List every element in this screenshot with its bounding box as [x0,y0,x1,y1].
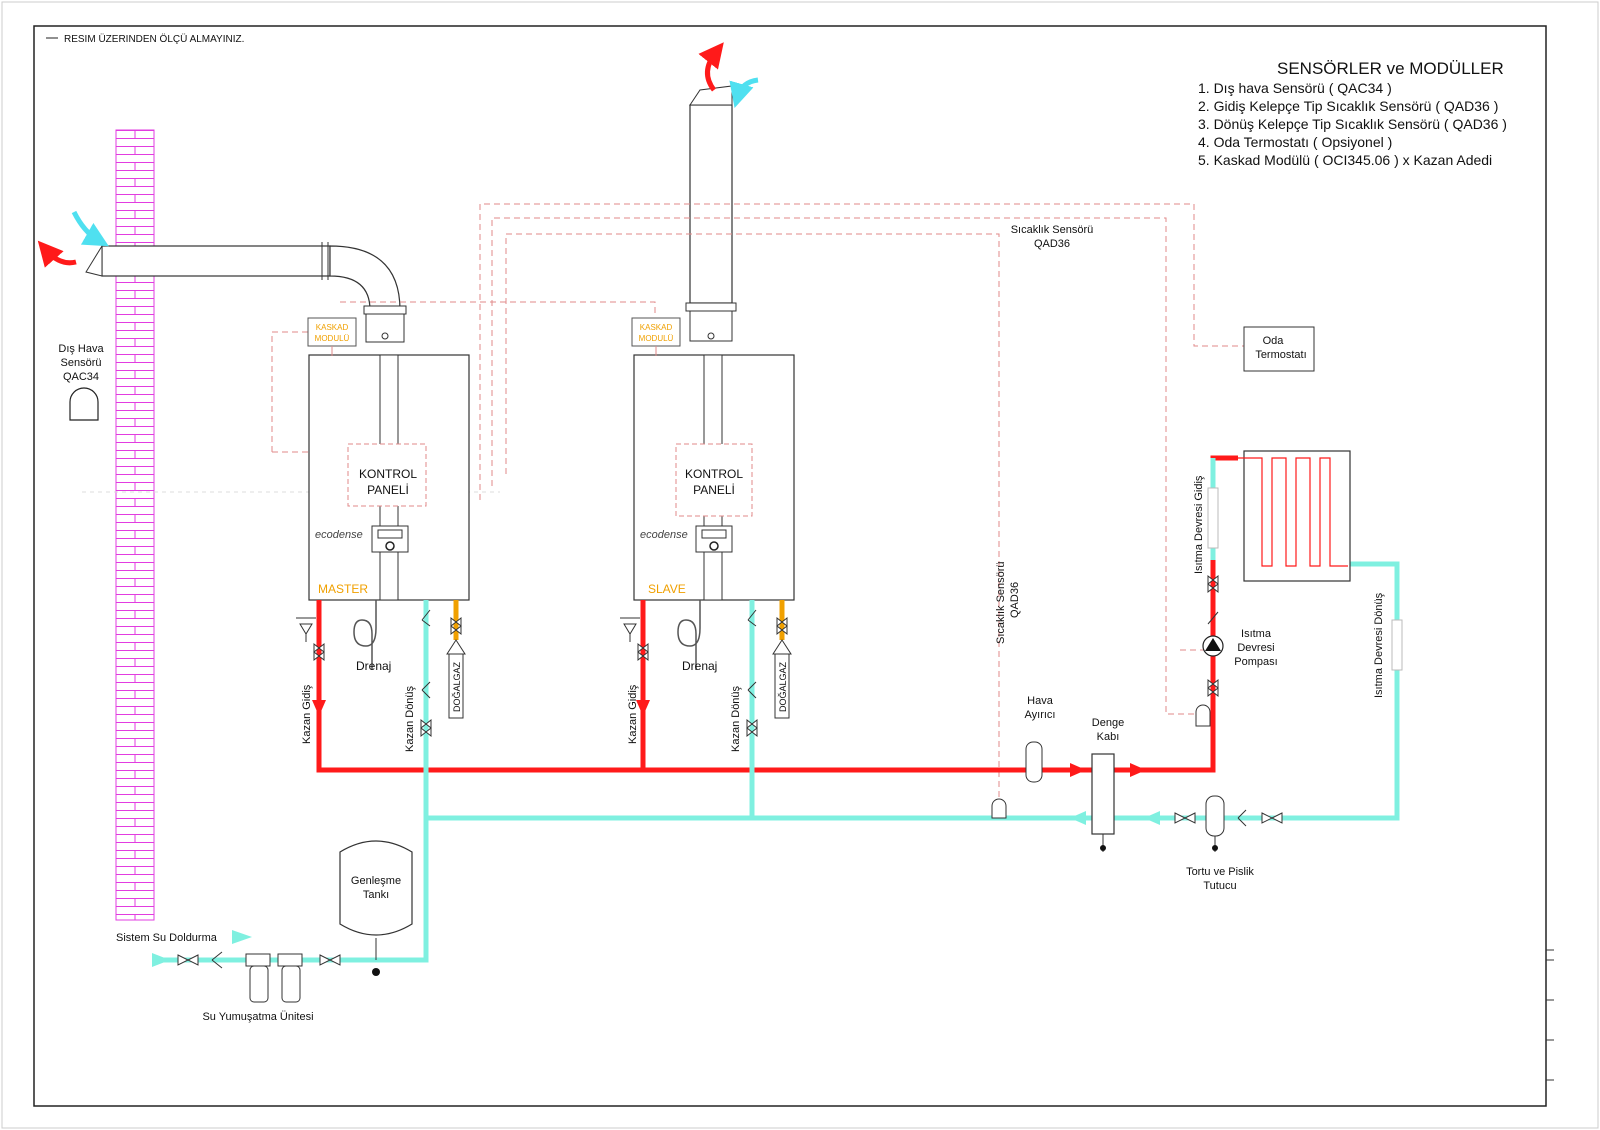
svg-text:KASKAD: KASKAD [640,323,673,332]
temp-sensor-vertical-label: QAD36 [1009,582,1021,618]
fresh-air-arrow [729,77,759,109]
underfloor-heating [1238,450,1351,582]
safety-valve [296,617,640,642]
boiler-role: MASTER [318,582,368,596]
drain-label: Drenaj [682,659,717,673]
svg-text:Tortu ve Pislik: Tortu ve Pislik [1186,866,1254,878]
legend-item: 3. Dönüş Kelepçe Tip Sıcaklık Sensörü ( … [1198,116,1507,132]
control-panel [347,443,427,507]
svg-text:QAC34: QAC34 [63,371,99,383]
kazan-donus-label: Kazan Dönüş [404,685,416,752]
svg-text:PANELİ: PANELİ [693,483,735,497]
svg-text:KONTROL: KONTROL [685,467,743,481]
svg-text:Pompası: Pompası [1234,656,1277,668]
drawing-border [33,25,1547,1107]
svg-text:KONTROL: KONTROL [359,467,417,481]
boiler-master: KASKAD MODULÜ KONTROL PANELİ ecodense MA… [307,317,470,601]
svg-text:PANELİ: PANELİ [367,483,409,497]
expansion-tank [339,840,413,936]
svg-text:MODULÜ: MODULÜ [315,334,350,343]
gas-label: DOĞALGAZ [452,661,462,712]
svg-text:Devresi: Devresi [1237,642,1274,654]
control-panel [675,443,753,517]
temp-sensor-icon [1195,704,1211,727]
svg-text:Tutucu: Tutucu [1203,880,1236,892]
heating-return-label: Isıtma Devresi Dönüş [1373,592,1385,698]
note-text: RESIM ÜZERINDEN ÖLÇÜ ALMAYINIZ. [64,33,244,45]
kaskad-module [307,317,357,347]
border-ticks [1546,949,1554,1081]
water-fill-label: Sistem Su Doldurma [116,932,218,944]
legend-item: 4. Oda Termostatı ( Opsiyonel ) [1198,134,1392,150]
horizontal-flue [85,242,407,343]
legend-item: 1. Dış hava Sensörü ( QAC34 ) [1198,80,1392,96]
svg-text:Isıtma: Isıtma [1241,628,1272,640]
gas-label: DOĞALGAZ [778,661,788,712]
svg-text:Dış Hava: Dış Hava [58,343,104,355]
balance-tank [1091,753,1115,835]
svg-text:KASKAD: KASKAD [316,323,349,332]
outdoor-sensor-icon [69,387,99,421]
kaskad-module [631,317,681,347]
svg-text:Kabı: Kabı [1097,731,1120,743]
boiler-slave: KASKAD MODULÜ KONTROL PANELİ ecodense SL… [631,317,795,601]
softener-label: Su Yumuşatma Ünitesi [202,1011,313,1023]
room-thermostat [1243,326,1315,372]
legend-item: 2. Gidiş Kelepçe Tip Sıcaklık Sensörü ( … [1198,98,1498,114]
gas-line [446,600,792,719]
drain-trap [353,600,701,670]
svg-text:Ayırıcı: Ayırıcı [1025,709,1056,721]
svg-text:Sensörü: Sensörü [61,357,102,369]
svg-text:Termostatı: Termostatı [1255,349,1306,361]
brand-logo: ecodense [640,529,688,541]
vertical-flue [685,85,737,342]
brand-logo: ecodense [315,529,363,541]
svg-text:Tankı: Tankı [363,889,389,901]
fresh-air-arrow [71,210,109,247]
kazan-gidis-label: Kazan Gidiş [627,684,639,744]
dirt-trap [1205,795,1225,837]
svg-text:Denge: Denge [1092,717,1124,729]
kazan-gidis-label: Kazan Gidiş [301,684,313,744]
kazan-donus-label: Kazan Dönüş [730,685,742,752]
outdoor-sensor: Dış Hava Sensörü QAC34 [58,343,104,421]
legend: SENSÖRLER ve MODÜLLER 1. Dış hava Sensör… [1198,59,1507,168]
svg-text:Hava: Hava [1027,695,1054,707]
exhaust-arrow [698,42,724,92]
legend-title: SENSÖRLER ve MODÜLLER [1277,59,1504,78]
check-valve [211,609,1247,969]
temp-sensor-vertical-label: Sıcaklık Sensörü [995,561,1007,644]
water-softener [245,953,303,1003]
svg-text:Genleşme: Genleşme [351,875,401,887]
temp-sensor-label: QAD36 [1034,238,1070,250]
air-separator [1025,741,1043,783]
exhaust-arrow [37,240,77,268]
temp-sensor-icon [991,798,1007,819]
drain-label: Drenaj [356,659,391,673]
temp-sensor-label: Sıcaklık Sensörü [1011,224,1094,236]
legend-item: 5. Kaskad Modülü ( OCI345.06 ) x Kazan A… [1198,152,1492,168]
valves [177,574,1283,966]
svg-text:Oda: Oda [1263,335,1285,347]
svg-text:MODULÜ: MODULÜ [639,334,674,343]
heating-supply-label: Isıtma Devresi Gidiş [1193,475,1205,574]
water-fill-arrow [232,930,252,944]
boiler-role: SLAVE [648,582,686,596]
